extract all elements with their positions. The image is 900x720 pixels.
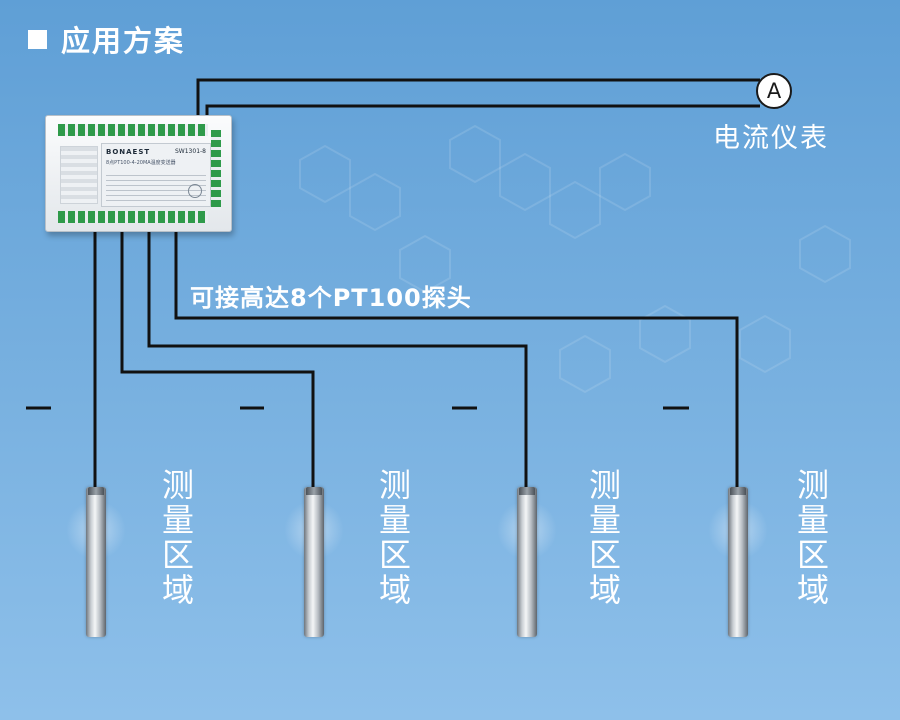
zone-label-4: 测量区域 [796,466,829,609]
module-brand: BONAEST [106,148,151,156]
meter-label: 电流仪表 [713,123,829,154]
probe-wire-2 [120,230,315,488]
transmitter-module: BONAEST SW1301-8 8点PT100-4-20MA温度变送器 [45,115,232,232]
title-text: 应用方案 [61,24,186,58]
title-square-icon [28,29,47,49]
zone-label-3: 测量区域 [588,466,621,609]
module-model: SW1301-8 [175,148,206,155]
probe-caption: 可接高达8个PT100探头 [190,284,472,312]
meter-wire-top [196,78,760,116]
pt100-probe-3 [517,487,537,637]
terminal-block-top [58,124,208,136]
pt100-probe-1 [86,487,106,637]
pt100-probe-4 [728,487,748,637]
section-title: 应用方案 [28,18,185,60]
probe-wire-3 [147,230,528,488]
module-ring-icon [188,184,202,198]
zone-label-2: 测量区域 [378,466,411,609]
module-description: 8点PT100-4-20MA温度变送器 [106,160,176,166]
module-vent [60,146,98,204]
probe-wire-4 [174,230,739,488]
ammeter-symbol: A [766,79,782,103]
ammeter-icon: A [756,73,792,109]
terminal-block-side [211,130,221,210]
pt100-probe-2 [304,487,324,637]
zone-label-1: 测量区域 [161,466,194,609]
terminal-block-bottom [58,211,208,223]
module-front-panel: BONAEST SW1301-8 8点PT100-4-20MA温度变送器 [101,143,211,207]
meter-wire-bottom [205,104,760,116]
